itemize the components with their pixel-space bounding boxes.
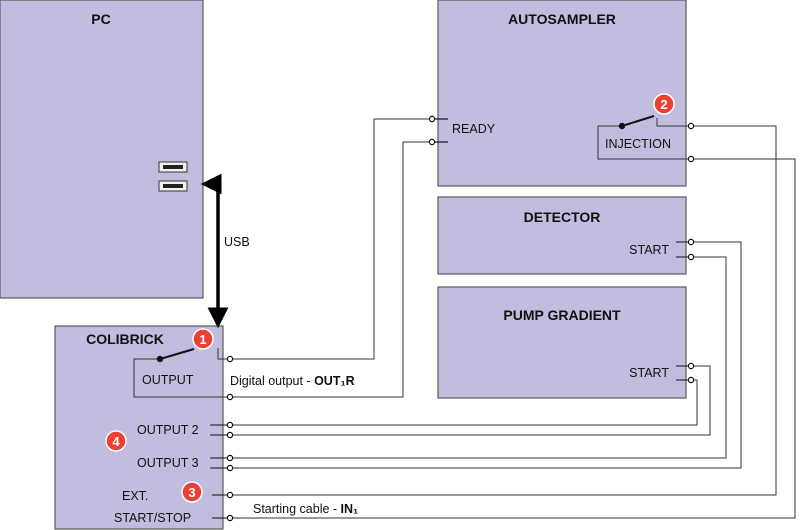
wire-start-cable-top	[232, 125, 777, 496]
svg-text:4: 4	[112, 434, 120, 449]
ext-label: EXT.	[122, 489, 148, 503]
ready-label: READY	[452, 122, 496, 136]
detector-title: DETECTOR	[524, 209, 601, 225]
output3-terminals	[210, 454, 234, 472]
detector-start-terminals	[676, 238, 695, 261]
detector-start-label: START	[629, 243, 669, 257]
wire-output3-bottom	[232, 256, 727, 459]
output3-label: OUTPUT 3	[137, 456, 199, 470]
wire-digital-output-bottom	[232, 141, 430, 398]
svg-text:3: 3	[188, 485, 195, 500]
badge-1: 1	[192, 328, 214, 350]
wire-output3-top	[232, 241, 742, 469]
usb-port-icon	[158, 180, 188, 192]
injection-label: INJECTION	[605, 137, 671, 151]
pump-start-terminals	[676, 362, 695, 384]
output2-terminals	[210, 421, 234, 439]
usb-port-icon	[158, 161, 188, 173]
svg-text:1: 1	[199, 332, 206, 347]
ready-contact	[428, 115, 448, 146]
autosampler-title: AUTOSAMPLER	[508, 11, 616, 27]
detector-block	[437, 196, 687, 275]
pc-block	[0, 0, 204, 299]
usb-cable	[200, 173, 229, 329]
start-stop-label: START/STOP	[114, 511, 191, 525]
usb-label: USB	[224, 235, 250, 249]
output-switch	[133, 348, 234, 401]
starting-cable-caption: Starting cable - IN₁	[253, 502, 358, 516]
wire-output2-bottom	[232, 379, 698, 426]
wire-digital-output-top	[232, 118, 430, 360]
pump-start-label: START	[629, 366, 669, 380]
wires	[232, 118, 796, 519]
pump-gradient-block	[437, 286, 687, 399]
autosampler-block	[437, 0, 687, 187]
digital-output-caption: Digital output - OUT₁R	[230, 374, 355, 388]
wire-output2-top	[232, 365, 711, 436]
badge-3: 3	[181, 481, 203, 503]
wire-start-cable-bottom	[232, 158, 796, 519]
badge-4: 4	[105, 430, 127, 452]
colibrick-title: COLIBRICK	[86, 331, 164, 347]
pc-title: PC	[91, 11, 110, 27]
ext-start-stop-terminals	[212, 491, 234, 522]
badge-2: 2	[653, 93, 675, 115]
pump-gradient-title: PUMP GRADIENT	[503, 307, 621, 323]
svg-text:2: 2	[660, 97, 667, 112]
output-label: OUTPUT	[142, 373, 194, 387]
output2-label: OUTPUT 2	[137, 423, 199, 437]
injection-switch	[597, 115, 695, 163]
